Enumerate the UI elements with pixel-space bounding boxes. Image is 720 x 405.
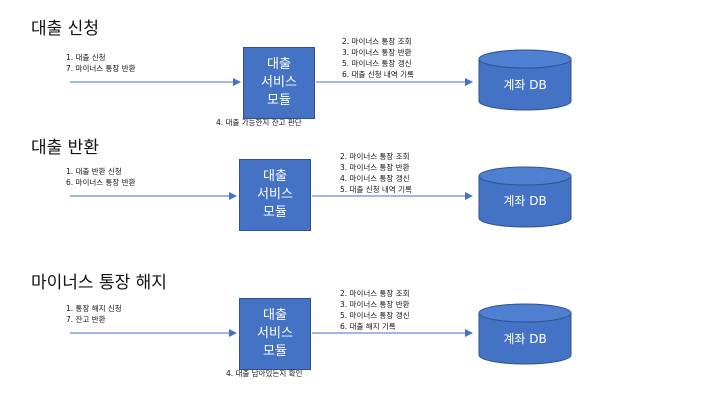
loan-service-module: 대출 서비스 모듈 — [239, 159, 311, 231]
account-db-cylinder: 계좌 DB — [478, 303, 572, 365]
input-step: 6. 마이너스 통장 반환 — [66, 178, 136, 187]
db-label: 계좌 DB — [503, 194, 547, 208]
input-steps: 1. 통장 해지 신청 7. 잔고 반환 — [66, 303, 122, 325]
section-title: 마이너스 통장 해지 — [31, 273, 167, 293]
db-label: 계좌 DB — [503, 78, 547, 92]
db-op: 3. 마이너스 통장 반환 — [342, 48, 412, 57]
input-steps: 1. 대출 신청 7. 마이너스 통장 반환 — [66, 52, 136, 74]
section-title: 대출 신청 — [31, 19, 99, 39]
module-label-line: 서비스 — [261, 75, 297, 90]
module-note: 4. 대출 가능한지 잔고 판단 — [216, 118, 302, 127]
input-step: 7. 마이너스 통장 반환 — [66, 64, 136, 73]
module-note: 4. 대출 남아있는지 확인 — [226, 369, 303, 378]
db-op: 3. 마이너스 통장 반환 — [340, 300, 410, 309]
module-label-line: 대출 — [263, 308, 287, 323]
loan-service-module: 대출 서비스 모듈 — [239, 298, 311, 370]
module-label-line: 대출 — [267, 57, 291, 72]
database-icon — [478, 166, 572, 228]
db-op: 5. 마이너스 통장 갱신 — [340, 311, 410, 320]
db-op: 6. 대출 신청 내역 기록 — [342, 70, 414, 79]
section-title: 대출 반환 — [31, 138, 99, 158]
db-op: 3. 마이너스 통장 반환 — [340, 163, 410, 172]
db-op: 5. 대출 신청 내역 기록 — [340, 185, 412, 194]
db-op: 4. 마이너스 통장 갱신 — [340, 174, 410, 183]
module-label-line: 모듈 — [267, 93, 291, 108]
database-icon — [478, 303, 572, 365]
account-db-cylinder: 계좌 DB — [478, 166, 572, 228]
db-op: 5. 마이너스 통장 갱신 — [342, 59, 412, 68]
input-step: 1. 대출 신청 — [66, 53, 106, 62]
module-label-line: 서비스 — [257, 326, 293, 341]
db-op: 6. 대출 해지 기록 — [340, 322, 396, 331]
db-op: 2. 마이너스 통장 조회 — [340, 152, 410, 161]
db-operations: 2. 마이너스 통장 조회 3. 마이너스 통장 반환 5. 마이너스 통장 갱… — [342, 36, 414, 80]
input-step: 1. 대출 반환 신청 — [66, 167, 122, 176]
input-step: 1. 통장 해지 신청 — [66, 304, 122, 313]
module-label-line: 대출 — [263, 169, 287, 184]
module-label-line: 서비스 — [257, 187, 293, 202]
db-op: 2. 마이너스 통장 조회 — [342, 37, 412, 46]
db-label: 계좌 DB — [503, 332, 547, 346]
input-step: 7. 잔고 반환 — [66, 315, 106, 324]
db-operations: 2. 마이너스 통장 조회 3. 마이너스 통장 반환 5. 마이너스 통장 갱… — [340, 288, 410, 332]
input-steps: 1. 대출 반환 신청 6. 마이너스 통장 반환 — [66, 166, 136, 188]
db-op: 2. 마이너스 통장 조회 — [340, 289, 410, 298]
db-operations: 2. 마이너스 통장 조회 3. 마이너스 통장 반환 4. 마이너스 통장 갱… — [340, 151, 412, 195]
database-icon — [478, 49, 572, 111]
module-label-line: 모듈 — [263, 344, 287, 359]
module-label-line: 모듈 — [263, 205, 287, 220]
loan-service-module: 대출 서비스 모듈 — [243, 47, 315, 119]
account-db-cylinder: 계좌 DB — [478, 49, 572, 111]
